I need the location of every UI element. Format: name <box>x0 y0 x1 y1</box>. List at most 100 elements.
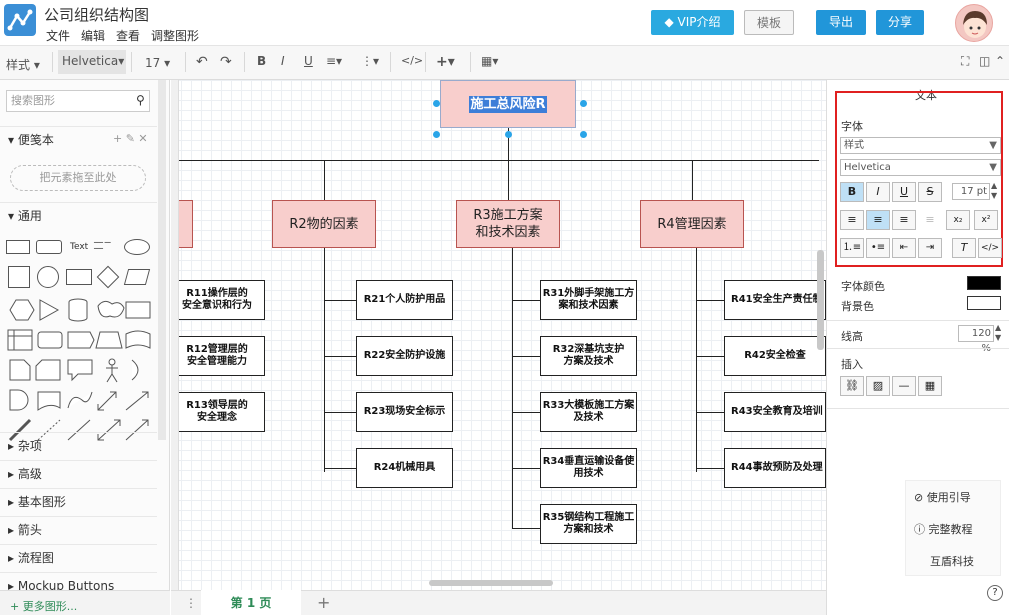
panel-toggle-icon[interactable]: ◫ <box>979 54 991 68</box>
menu-file[interactable]: 文件 <box>46 29 71 43</box>
ordered-list-button[interactable]: ⒈≡ <box>840 238 864 258</box>
italic-button[interactable]: I <box>866 182 890 202</box>
html-icon[interactable]: </> <box>401 54 424 67</box>
unordered-list-button[interactable]: •≡ <box>866 238 890 258</box>
help-icon[interactable]: ? <box>987 585 1003 601</box>
leaf-node-r42[interactable]: R42安全检查 <box>724 336 826 376</box>
resize-handle[interactable] <box>433 100 440 107</box>
redo-icon[interactable]: ↷ <box>220 54 232 70</box>
scratchpad-dropzone[interactable]: 把元素拖至此处 <box>10 165 146 191</box>
leaf-node-r11[interactable]: R11操作层的安全意识和行为 <box>171 280 265 320</box>
page-menu-icon[interactable]: ⋮ <box>185 596 197 610</box>
user-avatar[interactable] <box>955 4 993 42</box>
bold-icon[interactable]: B <box>257 54 267 68</box>
section-arrows[interactable]: ▸ 箭头 <box>0 516 157 542</box>
list-icon[interactable]: ⋮▾ <box>361 54 380 68</box>
justify-button[interactable]: ≡ <box>925 213 935 226</box>
align-left-button[interactable]: ≡ <box>840 210 864 230</box>
fullscreen-icon[interactable]: ⛶ <box>961 54 970 68</box>
root-node[interactable]: 施工总风险R <box>440 80 576 128</box>
diagram-canvas[interactable]: 施工总风险R R2物的因素 R3施工方案和技术因素 R4管理因素 R11操作层的… <box>171 80 826 590</box>
resize-handle[interactable] <box>433 131 440 138</box>
undo-icon[interactable]: ↶ <box>196 54 208 70</box>
add-page-icon[interactable]: + <box>317 593 331 612</box>
leaf-node-r43[interactable]: R43安全教育及培训 <box>724 392 826 432</box>
leaf-node-r35[interactable]: R35钢结构工程施工方案和技术 <box>540 504 637 544</box>
export-button[interactable]: 导出 <box>816 10 866 35</box>
shape-diamond[interactable] <box>96 265 120 289</box>
shape-textbox[interactable]: ━━━ ━━ ━━━ <box>94 240 111 252</box>
shape-text[interactable]: Text <box>70 242 89 252</box>
font-select[interactable]: Helvetica▼ <box>840 159 1001 176</box>
resize-handle[interactable] <box>505 131 512 138</box>
leaf-node-r31[interactable]: R31外脚手架施工方案和技术因素 <box>540 280 637 320</box>
leaf-node-r13[interactable]: R13领导层的安全理念 <box>171 392 265 432</box>
resize-handle[interactable] <box>580 100 587 107</box>
shape-rectangle[interactable] <box>6 240 30 254</box>
shape-ellipse[interactable] <box>124 239 150 255</box>
search-input[interactable]: 搜索图形 <box>6 90 150 112</box>
align-icon[interactable]: ≡▾ <box>326 54 343 68</box>
leaf-node-r32[interactable]: R32深基坑支护方案及技术 <box>540 336 637 376</box>
table-icon[interactable]: ▦▾ <box>481 54 499 68</box>
leaf-node-r24[interactable]: R24机械用具 <box>356 448 453 488</box>
line-height-input[interactable]: 120 % <box>958 325 994 354</box>
line-height-stepper[interactable]: ▲▼ <box>995 323 1002 342</box>
indent-button[interactable]: ⇥ <box>918 238 942 258</box>
section-mockup-buttons[interactable]: ▸ Mockup Buttons <box>0 572 157 590</box>
canvas-vertical-scrollbar[interactable] <box>817 250 824 350</box>
leaf-node-r22[interactable]: R22安全防护设施 <box>356 336 453 376</box>
collapse-icon[interactable]: ⌃ <box>995 54 1006 68</box>
font-dropdown[interactable]: Helvetica▾ <box>58 50 126 74</box>
guide-link[interactable]: ⊘ 使用引导 <box>914 491 971 504</box>
italic-icon[interactable]: I <box>281 54 285 68</box>
leaf-node-r34[interactable]: R34垂直运输设备使用技术 <box>540 448 637 488</box>
shape-circle[interactable] <box>37 266 59 288</box>
section-basic-shapes[interactable]: ▸ 基本图形 <box>0 488 157 514</box>
style-select[interactable]: 样式▼ <box>840 137 1001 154</box>
superscript-button[interactable]: x² <box>974 210 998 230</box>
shape-rounded-rectangle[interactable] <box>36 240 62 254</box>
section-scratchpad[interactable]: ▾ 便笺本 <box>0 126 157 152</box>
leaf-node-r33[interactable]: R33大模板施工方案及技术 <box>540 392 637 432</box>
document-title[interactable]: 公司组织结构图 <box>44 6 150 24</box>
search-icon[interactable]: ⚲ <box>136 93 145 107</box>
resize-handle[interactable] <box>580 131 587 138</box>
shape-process[interactable] <box>66 269 92 285</box>
template-button[interactable]: 模板 <box>744 10 794 35</box>
shape-square[interactable] <box>8 266 30 288</box>
menu-view[interactable]: 查看 <box>116 29 141 43</box>
align-right-button[interactable]: ≡ <box>892 210 916 230</box>
bold-button[interactable]: B <box>840 182 864 202</box>
vip-button[interactable]: ◆ VIP介绍 <box>651 10 734 35</box>
font-size-dropdown[interactable]: 17 ▾ <box>145 56 171 70</box>
font-size-input[interactable]: 17 pt <box>952 183 990 200</box>
section-flowchart[interactable]: ▸ 流程图 <box>0 544 157 570</box>
canvas-horizontal-scrollbar[interactable] <box>429 580 553 586</box>
shape-grid-icons[interactable] <box>6 296 154 496</box>
font-color-swatch[interactable] <box>967 276 1001 290</box>
tutorial-link[interactable]: ⓘ 完整教程 <box>914 523 973 536</box>
brand-link[interactable]: 互盾科技 <box>930 555 974 568</box>
horizontal-rule-button[interactable]: — <box>892 376 916 396</box>
section-general[interactable]: ▾ 通用 <box>0 202 157 228</box>
category-node-r3[interactable]: R3施工方案和技术因素 <box>456 200 560 248</box>
link-button[interactable]: ⛓ <box>840 376 864 396</box>
underline-button[interactable]: U <box>892 182 916 202</box>
clear-format-button[interactable]: T <box>952 238 976 258</box>
leaf-node-r44[interactable]: R44事故预防及处理 <box>724 448 826 488</box>
font-size-stepper[interactable]: ▲▼ <box>991 181 998 200</box>
more-shapes-link[interactable]: + 更多图形... <box>0 590 170 615</box>
page-tab[interactable]: 第 1 页 <box>201 590 301 616</box>
html-button[interactable]: </> <box>978 238 1002 258</box>
menu-edit[interactable]: 编辑 <box>81 29 106 43</box>
category-node-r2[interactable]: R2物的因素 <box>272 200 376 248</box>
sidebar-scrollbar[interactable] <box>158 80 166 440</box>
underline-icon[interactable]: U <box>304 54 313 68</box>
strikethrough-button[interactable]: S <box>918 182 942 202</box>
leaf-node-r41[interactable]: R41安全生产责任制 <box>724 280 826 320</box>
shape-parallelogram[interactable] <box>123 269 151 285</box>
bg-color-swatch[interactable] <box>967 296 1001 310</box>
style-dropdown[interactable]: 样式 ▾ <box>6 58 40 72</box>
insert-icon[interactable]: +▾ <box>436 54 455 70</box>
